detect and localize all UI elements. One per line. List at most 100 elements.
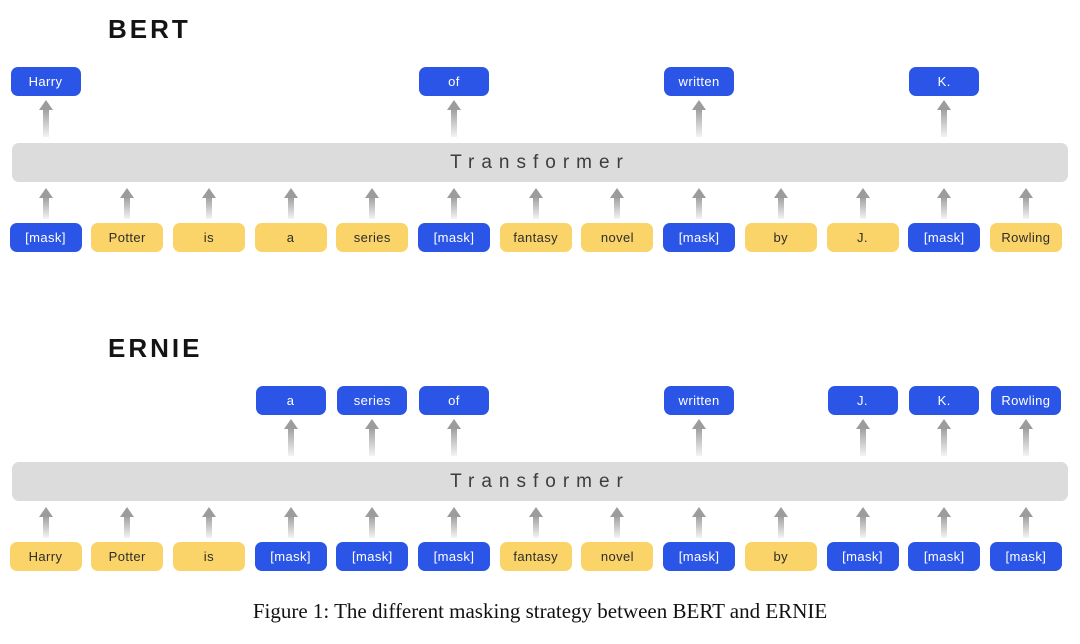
up-arrow-icon	[610, 507, 625, 538]
up-arrow-icon	[773, 507, 788, 538]
arrow-head	[447, 188, 461, 198]
arrow-head	[1018, 507, 1033, 517]
transformer-bar: Transformer	[12, 143, 1068, 182]
arrow-stem	[941, 198, 948, 219]
up-arrow-icon	[365, 188, 380, 219]
arrow-head	[692, 188, 707, 198]
predicted-token: Rowling	[990, 386, 1061, 415]
arrow-stem	[451, 110, 457, 137]
arrow-stem	[532, 198, 539, 219]
arrow-head	[38, 507, 53, 517]
arrow-head	[120, 507, 135, 517]
up-arrow-icon	[201, 188, 216, 219]
predicted-token: a	[255, 386, 326, 415]
input-token: by	[744, 223, 817, 252]
up-arrow-icon	[447, 100, 462, 137]
arrow-stem	[369, 198, 376, 219]
arrow-stem	[696, 198, 703, 219]
arrow-head	[937, 188, 952, 198]
arrow-stem	[287, 429, 294, 456]
up-arrow-icon	[38, 188, 53, 219]
transformer-bar: Transformer	[12, 462, 1068, 501]
input-token: series	[336, 223, 409, 252]
arrow-stem	[451, 198, 457, 219]
up-arrow-icon	[201, 507, 216, 538]
up-arrow-icon	[447, 419, 462, 456]
predicted-token: of	[419, 67, 489, 96]
arrow-stem	[1022, 517, 1029, 538]
arrow-head	[283, 188, 298, 198]
up-arrow-icon	[365, 507, 380, 538]
arrow-head	[773, 507, 788, 517]
figure-caption: Figure 1: The different masking strategy…	[252, 599, 828, 623]
up-arrow-icon	[937, 188, 952, 219]
masked-input-token: [mask]	[663, 542, 736, 571]
arrow-head	[692, 100, 707, 110]
arrow-stem	[941, 429, 948, 456]
arrow-head	[201, 507, 216, 517]
input-token: novel	[581, 223, 654, 252]
arrow-head	[365, 188, 380, 198]
arrow-head	[855, 507, 870, 517]
predicted-token: series	[337, 386, 408, 415]
arrow-head	[937, 100, 952, 110]
arrow-head	[855, 419, 870, 429]
arrow-stem	[696, 110, 703, 137]
arrow-stem	[42, 198, 49, 219]
arrow-stem	[205, 198, 212, 219]
input-token: J.	[826, 223, 899, 252]
arrow-head	[447, 507, 461, 517]
arrow-head	[38, 100, 53, 110]
arrow-head	[283, 507, 298, 517]
up-arrow-icon	[528, 188, 543, 219]
arrow-head	[610, 188, 625, 198]
arrow-head	[692, 507, 707, 517]
bert-title: BERT	[108, 14, 191, 44]
arrow-stem	[287, 517, 294, 538]
masked-input-token: [mask]	[989, 542, 1062, 571]
arrow-stem	[124, 517, 131, 538]
predicted-token: written	[664, 67, 735, 96]
arrow-head	[937, 419, 952, 429]
arrow-stem	[696, 429, 703, 456]
arrow-head	[201, 188, 216, 198]
up-arrow-icon	[38, 100, 53, 137]
masked-input-token: [mask]	[826, 542, 899, 571]
predicted-token: K.	[909, 386, 980, 415]
up-arrow-icon	[610, 188, 625, 219]
arrow-head	[528, 188, 543, 198]
arrow-head	[447, 100, 461, 110]
up-arrow-icon	[1018, 507, 1033, 538]
arrow-stem	[42, 517, 49, 538]
input-token: fantasy	[499, 542, 572, 571]
up-arrow-icon	[937, 100, 952, 137]
up-arrow-icon	[692, 188, 707, 219]
input-token: Rowling	[989, 223, 1062, 252]
arrow-stem	[1022, 198, 1029, 219]
up-arrow-icon	[283, 507, 298, 538]
arrow-stem	[369, 517, 376, 538]
arrow-head	[365, 507, 380, 517]
arrow-stem	[614, 517, 621, 538]
arrow-head	[773, 188, 788, 198]
arrow-head	[610, 507, 625, 517]
input-token: by	[744, 542, 817, 571]
arrow-head	[283, 419, 298, 429]
arrow-stem	[941, 517, 948, 538]
input-token: a	[254, 223, 327, 252]
input-token: is	[172, 223, 245, 252]
arrow-head	[365, 419, 380, 429]
up-arrow-icon	[1018, 188, 1033, 219]
up-arrow-icon	[692, 419, 707, 456]
arrow-head	[447, 419, 461, 429]
arrow-head	[528, 507, 543, 517]
masked-input-token: [mask]	[336, 542, 409, 571]
arrow-stem	[124, 198, 131, 219]
input-token: Harry	[9, 542, 82, 571]
arrow-stem	[205, 517, 212, 538]
